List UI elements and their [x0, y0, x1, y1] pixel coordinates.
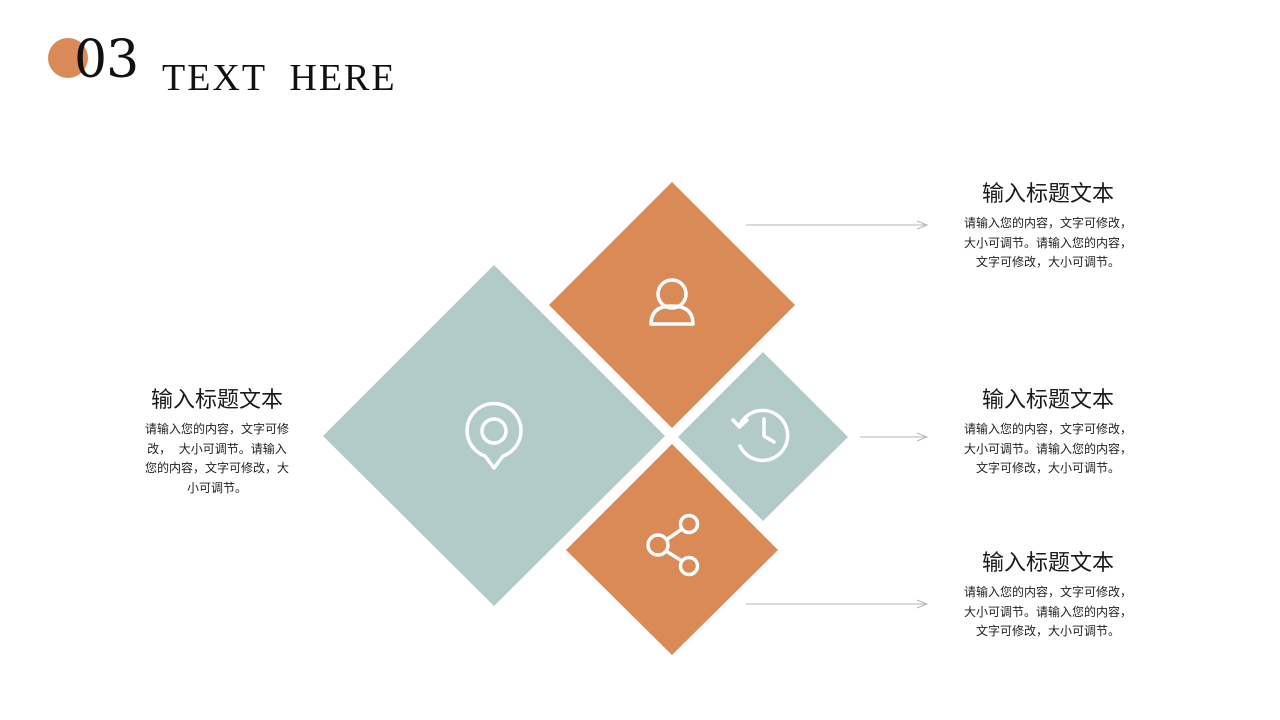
block-body: 请输入您的内容，文字可修 改， 大小可调节。请输入 您的内容，文字可修改，大 小… [132, 420, 302, 498]
history-clock-icon [731, 408, 790, 463]
block-body-line: 文字可修改，大小可调节。 [975, 461, 1120, 475]
text-block-right-bottom: 输入标题文本 请输入您的内容，文字可修改， 大小可调节。请输入您的内容， 文字可… [952, 549, 1144, 642]
user-icon [649, 278, 695, 326]
block-body-line: 小可调节。 [186, 480, 247, 495]
header-dot [48, 38, 88, 78]
block-body-line: 请输入您的内容，文字可修改， [963, 585, 1132, 599]
block-body-line: 请输入您的内容，文字可修 [144, 422, 289, 436]
block-body-line: 改， 大小可调节。请输入 [147, 441, 287, 456]
block-body-line: 请输入您的内容，文字可修改， [963, 216, 1132, 230]
share-diamond [566, 444, 778, 655]
text-block-left: 输入标题文本 请输入您的内容，文字可修 改， 大小可调节。请输入 您的内容，文字… [132, 386, 302, 498]
block-title: 输入标题文本 [981, 388, 1114, 413]
share-icon [646, 513, 700, 577]
section-title: TEXT HERE [162, 57, 397, 99]
block-body: 请输入您的内容，文字可修改， 大小可调节。请输入您的内容， 文字可修改，大小可调… [952, 214, 1144, 273]
block-body-line: 您的内容，文字可修改，大 [144, 461, 289, 475]
block-body: 请输入您的内容，文字可修改， 大小可调节。请输入您的内容， 文字可修改，大小可调… [952, 583, 1144, 642]
block-body-line: 请输入您的内容，文字可修改， [963, 422, 1132, 436]
block-title: 输入标题文本 [150, 388, 283, 413]
block-body-line: 大小可调节。请输入您的内容， [963, 604, 1132, 619]
block-body-line: 文字可修改，大小可调节。 [975, 624, 1120, 638]
block-body-line: 文字可修改，大小可调节。 [975, 255, 1120, 269]
block-title: 输入标题文本 [981, 551, 1114, 576]
block-title: 输入标题文本 [981, 182, 1114, 207]
block-body-line: 大小可调节。请输入您的内容， [963, 235, 1132, 250]
text-block-right-middle: 输入标题文本 请输入您的内容，文字可修改， 大小可调节。请输入您的内容， 文字可… [952, 386, 1144, 479]
section-number: 03 [74, 30, 139, 90]
location-diamond [323, 265, 665, 606]
block-body: 请输入您的内容，文字可修改， 大小可调节。请输入您的内容， 文字可修改，大小可调… [952, 420, 1144, 479]
text-block-right-top: 输入标题文本 请输入您的内容，文字可修改， 大小可调节。请输入您的内容， 文字可… [952, 180, 1144, 273]
location-pin-icon [465, 401, 523, 470]
block-body-line: 大小可调节。请输入您的内容， [963, 441, 1132, 456]
